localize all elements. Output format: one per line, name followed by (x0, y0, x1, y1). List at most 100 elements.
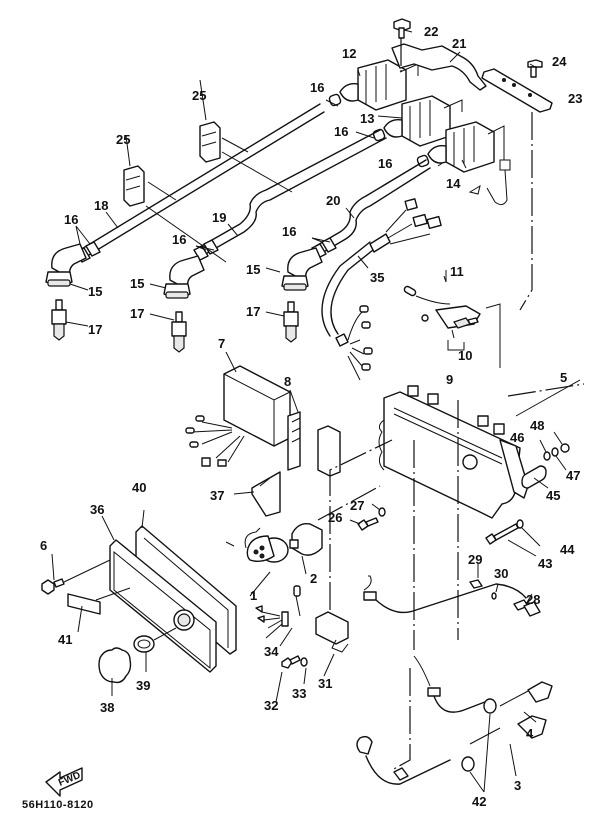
leader-switch-lines (317, 439, 393, 610)
callout-numbers: 1 2 3 4 5 6 7 8 9 10 11 12 13 14 15 15 1… (40, 24, 582, 809)
wire-harness-35 (321, 198, 442, 381)
callout-24: 24 (552, 54, 567, 69)
rectifier-8 (287, 411, 341, 477)
electrical-bracket-5 (378, 385, 529, 519)
leader-clamp-lines (145, 137, 293, 263)
callout-46: 46 (510, 430, 524, 445)
bolt-43 (485, 523, 519, 545)
plug-cap-15-c (281, 247, 323, 291)
leader-cover-lines (95, 587, 177, 641)
callout-20: 20 (326, 193, 340, 208)
callout-leaders (51, 29, 581, 793)
callout-32: 32 (264, 698, 278, 713)
callout-25-a: 25 (192, 88, 206, 103)
callout-22: 22 (424, 24, 438, 39)
callout-23: 23 (568, 91, 582, 106)
callout-16-c: 16 (282, 224, 296, 239)
nut-48 (560, 443, 570, 453)
leader-cords-vertical (391, 440, 415, 771)
callout-25-b: 25 (116, 132, 130, 147)
callout-44: 44 (560, 542, 575, 557)
callout-48: 48 (530, 418, 544, 433)
callout-26: 26 (328, 510, 342, 525)
bolt-24 (527, 59, 543, 78)
main-switch-1 (225, 527, 289, 563)
seal-39 (133, 635, 155, 653)
callout-9: 9 (446, 372, 453, 387)
cord-clamp-25-b (199, 121, 221, 163)
holder-31 (315, 611, 349, 653)
callout-2: 2 (310, 571, 317, 586)
callout-30: 30 (494, 566, 508, 581)
callout-36: 36 (90, 502, 104, 517)
callout-10: 10 (458, 348, 472, 363)
cord-clamp-25-a (123, 165, 145, 207)
callout-15-a: 15 (88, 284, 102, 299)
callout-13: 13 (360, 111, 374, 126)
callout-11: 11 (450, 264, 464, 279)
bolt-29 (469, 579, 483, 589)
callout-42: 42 (472, 794, 486, 809)
spark-plug-17-a (51, 299, 67, 341)
plug-cap-15-a (45, 243, 87, 287)
callout-47: 47 (566, 468, 580, 483)
washer-46 (543, 451, 551, 461)
ignition-coil-14 (416, 121, 511, 206)
callout-45: 45 (546, 488, 560, 503)
collar-45 (521, 465, 547, 489)
callout-21: 21 (452, 36, 466, 51)
bolt-6 (41, 559, 111, 595)
callout-6: 6 (40, 538, 47, 553)
cap-38 (98, 647, 132, 684)
callout-1: 1 (250, 588, 257, 603)
screw-26 (357, 517, 379, 531)
callout-16-f: 16 (378, 156, 392, 171)
callout-16-b: 16 (172, 232, 186, 247)
leader-bracket-right (507, 383, 585, 397)
callout-41: 41 (58, 632, 72, 647)
callout-8: 8 (284, 374, 291, 389)
callout-37: 37 (210, 488, 224, 503)
stop-switch-2 (289, 523, 323, 556)
callout-16-e: 16 (334, 124, 348, 139)
cord-3 (356, 715, 547, 785)
plug-cap-15-b (163, 255, 205, 299)
callout-34: 34 (264, 644, 279, 659)
callout-38-label: 38 (100, 700, 114, 715)
bolt-22 (393, 18, 411, 72)
callout-17-a: 17 (88, 322, 102, 337)
callout-12: 12 (342, 46, 356, 61)
callout-14: 14 (446, 176, 461, 191)
callout-15-b: 15 (130, 276, 144, 291)
fwd-direction-arrow: FWD (45, 767, 83, 797)
ht-cord-19 (193, 129, 387, 261)
grommet-42 (461, 698, 497, 772)
washer-44 (516, 519, 524, 529)
screw-32 (281, 655, 301, 669)
plate-23 (481, 68, 553, 113)
washer-47 (551, 447, 559, 457)
callout-3: 3 (514, 778, 521, 793)
callout-19: 19 (212, 210, 226, 225)
callout-43: 43 (538, 556, 552, 571)
drawing-code: 56H110-8120 (22, 799, 94, 811)
callout-4: 4 (526, 726, 534, 741)
callout-17-b: 17 (130, 306, 144, 321)
washer-30 (491, 592, 497, 600)
cover-36 (109, 539, 217, 673)
callout-31: 31 (318, 676, 332, 691)
callout-18: 18 (94, 198, 108, 213)
ht-cord-20 (311, 159, 431, 259)
callout-29: 29 (468, 552, 482, 567)
callout-7: 7 (218, 336, 225, 351)
callout-28: 28 (526, 592, 540, 607)
callout-35: 35 (370, 270, 384, 285)
washer-27 (378, 507, 386, 517)
callout-16-d: 16 (310, 80, 324, 95)
spark-plug-17-c (283, 301, 299, 343)
callout-27: 27 (350, 498, 364, 513)
washer-33 (300, 657, 308, 667)
bracket-37 (251, 471, 281, 517)
callout-33: 33 (292, 686, 306, 701)
